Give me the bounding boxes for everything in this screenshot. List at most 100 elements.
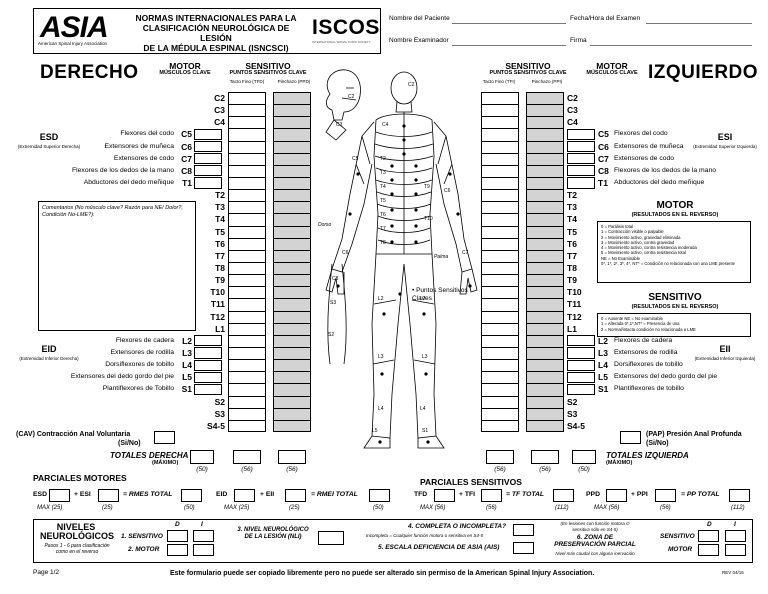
zpp-i-header: I <box>734 521 736 528</box>
left-level-s1: S1 <box>598 384 609 395</box>
motor-level-right[interactable] <box>167 544 188 556</box>
key-points-label: • Puntos Sensitivos Claves <box>412 287 468 302</box>
left-motor-total[interactable] <box>572 450 596 464</box>
left-motor-c5-input[interactable] <box>567 128 595 141</box>
left-pin-prick-column[interactable] <box>526 92 564 432</box>
right-motor-l5-input[interactable] <box>194 371 222 383</box>
ppr-max: MAX (56) <box>594 505 620 511</box>
right-level-t8: T8 <box>215 262 225 273</box>
ltl-subscore-input[interactable] <box>481 489 502 502</box>
svg-text:C7: C7 <box>462 250 469 256</box>
zpp-sensory-left[interactable] <box>725 530 746 542</box>
right-motor-c6-input[interactable] <box>194 141 222 153</box>
uel-max: (25) <box>102 505 113 511</box>
grid-divider <box>274 152 310 154</box>
lt-total-input[interactable] <box>553 489 574 502</box>
patient-name-field[interactable] <box>452 23 566 24</box>
ltr-subscore-input[interactable] <box>434 489 455 502</box>
right-motor-subtitle: MÚSCULOS CLAVE <box>159 70 211 76</box>
grid-divider <box>482 371 518 373</box>
ler-max: MAX (25) <box>224 505 250 511</box>
right-level-c3: C3 <box>214 105 225 116</box>
right-pin-prick-column[interactable] <box>273 92 311 432</box>
exam-date-field[interactable] <box>646 23 752 24</box>
right-motor-s1-input[interactable] <box>194 383 222 395</box>
left-level-t5: T5 <box>567 226 577 237</box>
right-light-touch-column[interactable] <box>228 92 266 432</box>
right-pp-total[interactable] <box>278 450 306 464</box>
right-motor-c5-input[interactable] <box>194 128 222 141</box>
grid-divider <box>274 164 310 166</box>
complete-input[interactable] <box>513 524 534 536</box>
grid-divider <box>527 249 563 251</box>
right-side-title: DERECHO <box>40 62 139 83</box>
ler-sublabel: (Extremidad Inferior Derecha) <box>19 356 79 361</box>
zpp-motor-left[interactable] <box>725 544 746 556</box>
left-pp-total[interactable] <box>531 450 559 464</box>
right-motor-c7-input[interactable] <box>194 153 222 165</box>
left-lt-total[interactable] <box>486 450 514 464</box>
grid-divider <box>527 152 563 154</box>
grid-divider <box>274 322 310 324</box>
right-lt-total[interactable] <box>233 450 261 464</box>
lems-total-input[interactable] <box>369 489 390 502</box>
motor-level-left[interactable] <box>193 544 214 556</box>
left-light-touch-column[interactable] <box>481 92 519 432</box>
pp-total-input[interactable] <box>729 489 750 502</box>
uel-subscore-input[interactable] <box>98 489 119 502</box>
svg-text:L2: L2 <box>420 296 426 302</box>
left-motor-l4-input[interactable] <box>567 359 595 371</box>
grid-divider <box>482 116 518 118</box>
right-level-t12: T12 <box>210 311 225 322</box>
examiner-name-field[interactable] <box>452 45 566 46</box>
left-motor-c6-input[interactable] <box>567 141 595 153</box>
signature-field[interactable] <box>590 45 752 46</box>
left-level-t3: T3 <box>567 202 577 213</box>
grid-divider <box>482 140 518 142</box>
grid-divider <box>527 359 563 361</box>
right-muscle-t1: Abductores del dedo meñique <box>83 178 174 186</box>
zpp-motor-right[interactable] <box>698 544 719 556</box>
uems-total-input[interactable] <box>181 489 202 502</box>
left-motor-c8-input[interactable] <box>567 165 595 177</box>
grid-divider <box>229 371 265 373</box>
grid-divider <box>527 286 563 288</box>
ppl-subscore-input[interactable] <box>655 489 676 502</box>
ler-label: EID <box>41 344 57 354</box>
left-motor-c7-input[interactable] <box>567 153 595 165</box>
nli-label: 3. NIVEL NEUROLÓGICO DE LA LESIÓN (NLI) <box>237 527 309 540</box>
zpp-sensory-right[interactable] <box>698 530 719 542</box>
left-motor-l3-input[interactable] <box>567 347 595 359</box>
right-motor-t1-input[interactable] <box>194 177 222 189</box>
right-motor-l4-input[interactable] <box>194 359 222 371</box>
comments-box[interactable]: Comentarios (No músculo clave? Razón par… <box>38 201 196 331</box>
left-motor-s1-input[interactable] <box>567 383 595 395</box>
neuro-i-header: I <box>201 521 203 528</box>
copyright-notice: Este formulario puede ser copiado librem… <box>170 570 595 577</box>
left-level-s2: S2 <box>567 396 578 407</box>
sensory-level-right[interactable] <box>167 530 188 542</box>
svg-text:L3: L3 <box>422 354 428 360</box>
motor-legend-title: MOTOR <box>656 200 694 211</box>
grid-divider <box>482 104 518 106</box>
left-level-t1: T1 <box>598 177 608 188</box>
right-motor-l3-input[interactable] <box>194 347 222 359</box>
grid-divider <box>527 140 563 142</box>
right-level-t7: T7 <box>215 250 225 261</box>
nli-input[interactable] <box>318 531 344 545</box>
ppr-subscore-input[interactable] <box>606 489 627 502</box>
right-motor-c8-input[interactable] <box>194 165 222 177</box>
uer-subscore-input[interactable] <box>49 489 70 502</box>
right-motor-l2-input[interactable] <box>194 335 222 347</box>
ler-subscore-input[interactable] <box>234 489 255 502</box>
sensory-level-left[interactable] <box>193 530 214 542</box>
uems-total-label: = RMES TOTAL <box>123 491 173 498</box>
ais-input[interactable] <box>513 542 534 554</box>
lel-subscore-input[interactable] <box>285 489 306 502</box>
left-motor-l2-input[interactable] <box>567 335 595 347</box>
dap-input[interactable] <box>620 431 641 444</box>
right-motor-total[interactable] <box>190 450 214 464</box>
left-motor-l5-input[interactable] <box>567 371 595 383</box>
left-motor-t1-input[interactable] <box>567 177 595 189</box>
vac-input[interactable] <box>154 431 175 444</box>
